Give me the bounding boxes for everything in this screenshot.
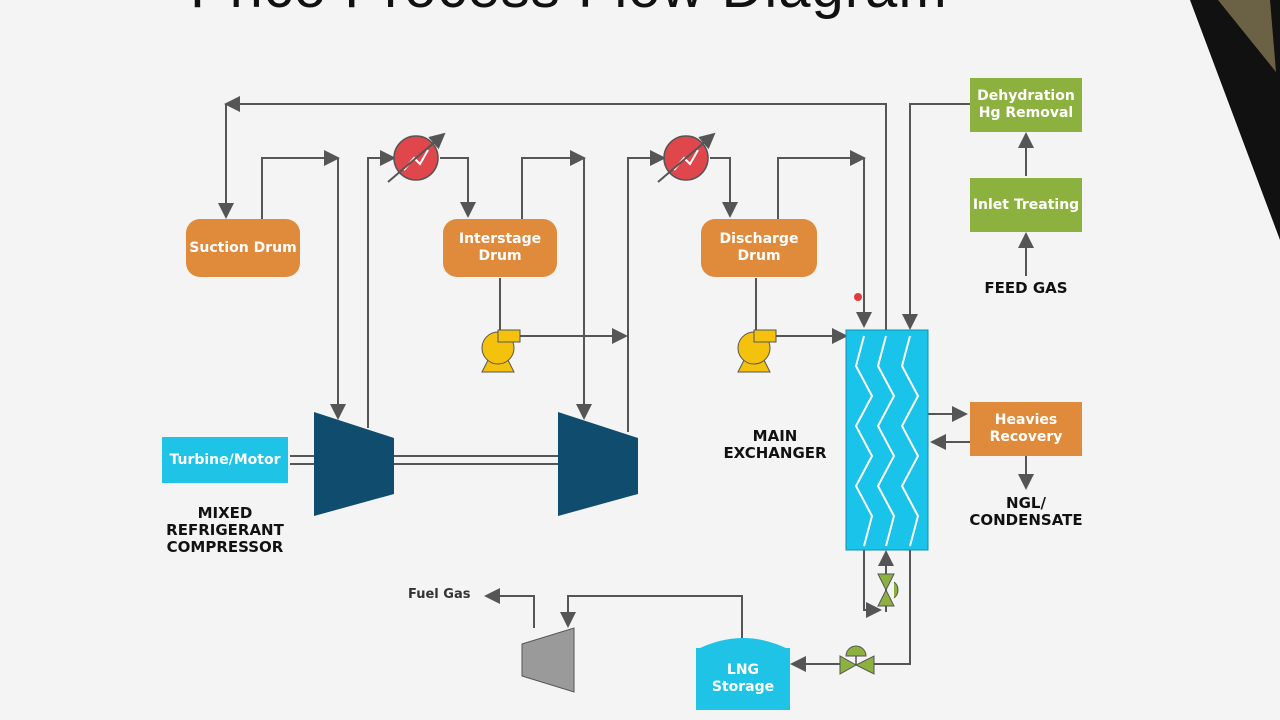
compressor-stage-1 [314,412,394,516]
pump-icon-1 [481,329,521,373]
heavies-recovery-block: Heavies Recovery [970,402,1082,456]
discharge-drum: Discharge Drum [701,219,817,277]
turbine-motor-block: Turbine/Motor [162,437,288,483]
feed-gas-label: FEED GAS [984,279,1068,297]
fuel-gas-compressor [521,627,575,693]
valve-icon-horizontal [839,645,875,675]
interstage-drum: Interstage Drum [443,219,557,277]
inlet-treating-block: Inlet Treating [970,178,1082,232]
suction-drum: Suction Drum [186,219,300,277]
lng-storage-tank: LNG Storage [696,648,790,710]
main-exchanger-unit [845,329,929,551]
fuel-gas-label: Fuel Gas [408,587,471,602]
pump-icon-2 [737,329,777,373]
corner-decoration [1190,0,1280,240]
mixed-refrigerant-compressor-label: MIXED REFRIGERANT COMPRESSOR [166,504,284,556]
cooler-icon-2 [657,132,716,183]
cursor-pointer-dot [854,293,862,301]
lng-tank-dome [696,638,790,650]
page-title: Prico Process Flow Diagram [190,0,948,21]
compressor-stage-2 [558,412,638,516]
corner-accent [1218,0,1276,72]
cooler-icon-1 [387,132,446,183]
ngl-condensate-label: NGL/ CONDENSATE [969,494,1083,529]
main-exchanger-label: MAIN EXCHANGER [723,427,827,462]
valve-icon-vertical [877,573,899,607]
dehydration-block: Dehydration Hg Removal [970,78,1082,132]
